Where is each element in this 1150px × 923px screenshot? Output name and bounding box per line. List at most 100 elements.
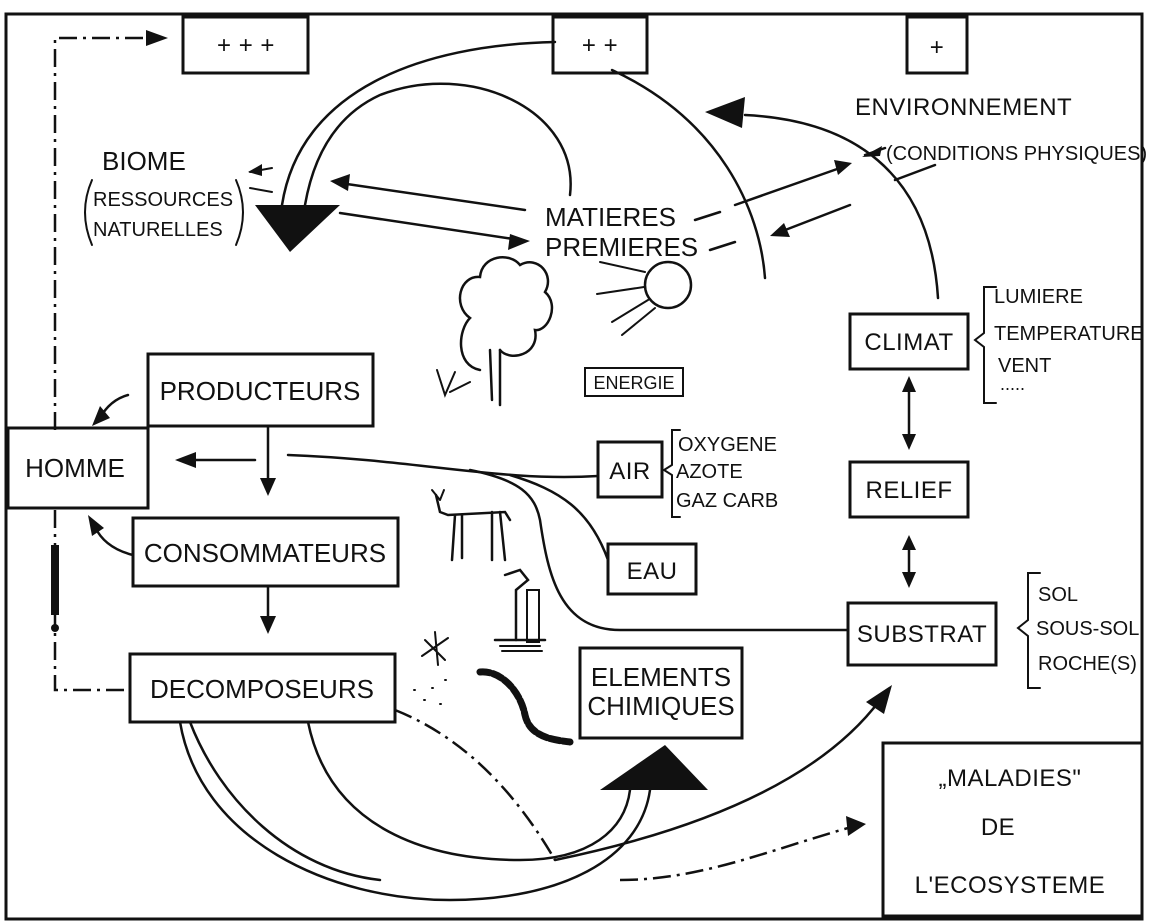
arrow-climat-relief-bottom <box>902 434 916 450</box>
arc-mid-to-biome <box>280 40 557 207</box>
environment-title: ENVIRONNEMENT <box>855 94 1072 121</box>
arrow-consumers-human-head <box>88 515 104 536</box>
human-box <box>6 426 150 510</box>
sign-low-text: + <box>930 34 945 61</box>
insect-icon <box>413 631 449 705</box>
relief-box <box>848 460 970 519</box>
biome-line1: RESSOURCES <box>93 189 233 211</box>
left-dash-lower <box>53 510 130 692</box>
big-arc-outer <box>178 720 652 902</box>
substrat-item-1: SOUS-SOL <box>1036 618 1139 640</box>
dashdot-to-diseases <box>619 826 849 882</box>
energy-text: ENERGIE <box>593 373 674 393</box>
matieres-line1: MATIERES <box>545 202 676 232</box>
matieres-dash-2 <box>708 240 737 252</box>
chemicals-line2: CHIMIQUES <box>587 691 734 721</box>
substrat-item-0: SOL <box>1038 584 1078 606</box>
biome-triangle <box>255 205 340 252</box>
biome-tick-1-head <box>248 164 262 176</box>
human-text: HOMME <box>25 453 125 483</box>
arc-climat-to-env <box>743 113 940 300</box>
air-item-1: AZOTE <box>676 461 743 483</box>
matieres-line2: PREMIERES <box>545 232 698 262</box>
outer-frame <box>4 12 1144 921</box>
arrow-to-human-head <box>175 452 196 468</box>
chemicals-box <box>578 646 744 740</box>
diseases-line2: DE <box>981 814 1015 841</box>
air-to-human-curve <box>286 453 600 479</box>
arrow-climat-relief-top <box>902 376 916 392</box>
decomposers-text: DECOMPOSEURS <box>150 674 374 704</box>
arrow-consumers-decomposers-head <box>260 616 276 634</box>
feedback-loop-line <box>53 36 150 430</box>
environment-subtitle: (CONDITIONS PHYSIQUES) <box>886 143 1147 165</box>
left-heavy-bar <box>51 545 59 615</box>
energy-box <box>584 367 684 397</box>
climat-item-1: TEMPERATURE <box>994 323 1144 345</box>
substrat-brace <box>1016 572 1041 689</box>
arrow-relief-substrat-top <box>902 535 916 550</box>
air-box <box>596 440 664 499</box>
arrow-matieres-env-bottom <box>778 203 852 234</box>
producers-text: PRODUCTEURS <box>160 376 361 406</box>
arc-inner-to-biome <box>303 82 572 207</box>
diseases-box <box>881 741 1144 918</box>
water-text: EAU <box>627 558 678 585</box>
left-heavy-dot <box>51 624 59 632</box>
climat-text: CLIMAT <box>864 329 953 356</box>
water-curve <box>508 473 610 562</box>
curve-to-substrat-head <box>866 685 892 714</box>
chemicals-line1: ELEMENTS <box>591 662 731 692</box>
arrow-matieres-env-top-head <box>834 160 852 175</box>
biome-tick-2 <box>249 187 273 193</box>
climat-item-2: VENT <box>998 355 1051 377</box>
air-brace <box>662 429 681 518</box>
arrow-producers-human-head <box>92 406 110 426</box>
sun-icon <box>596 260 693 336</box>
producers-box <box>146 352 375 428</box>
animal-icon <box>431 489 512 562</box>
substrat-text: SUBSTRAT <box>857 621 987 648</box>
substrat-item-2: ROCHE(S) <box>1038 653 1137 675</box>
arrow-consumers-human <box>93 525 135 557</box>
diseases-line1: „MALADIES" <box>939 765 1082 792</box>
sign-box-mid: + + <box>551 15 649 75</box>
biome-line2: NATURELLES <box>93 219 223 241</box>
sign-box-high: + + + <box>181 15 310 75</box>
arrow-biome-matieres-top <box>338 181 527 212</box>
arrow-biome-matieres-top-head <box>330 174 350 191</box>
water-box <box>606 542 698 596</box>
environment-pointer-head <box>862 146 882 157</box>
air-item-2: GAZ CARB <box>676 490 778 512</box>
matieres-dash-1 <box>693 210 722 222</box>
arrow-biome-matieres-bottom <box>338 211 522 242</box>
arrow-producers-consumers-head <box>260 478 276 496</box>
big-arc-mid <box>188 720 382 882</box>
lab-icon <box>493 568 547 652</box>
decomposers-box <box>128 652 397 724</box>
air-text: AIR <box>609 458 651 485</box>
arrow-biome-matieres-bottom-head <box>508 234 530 250</box>
consumers-box <box>131 516 400 588</box>
relief-text: RELIEF <box>865 477 952 504</box>
climat-item-0: LUMIERE <box>994 286 1083 308</box>
climat-item-3: ..... <box>1000 374 1025 394</box>
feedback-loop-arrowhead <box>146 30 168 46</box>
chemicals-triangle <box>600 745 708 790</box>
biome-paren-right <box>235 179 244 246</box>
curve-to-substrat <box>553 698 882 862</box>
climat-brace <box>973 286 997 404</box>
climat-box <box>848 312 970 371</box>
biome-paren-left <box>84 179 93 246</box>
arrow-relief-substrat-bottom <box>902 572 916 588</box>
arc-mid-right <box>610 68 767 280</box>
big-arc-inner <box>306 720 632 862</box>
arrow-matieres-env-top <box>733 166 842 207</box>
consumers-text: CONSOMMATEURS <box>144 538 386 568</box>
sign-high-text: + + + <box>217 32 275 59</box>
substrat-curve <box>468 468 850 632</box>
sign-box-low: + <box>905 15 969 75</box>
tree-icon <box>436 256 554 407</box>
env-triangle <box>705 97 745 128</box>
